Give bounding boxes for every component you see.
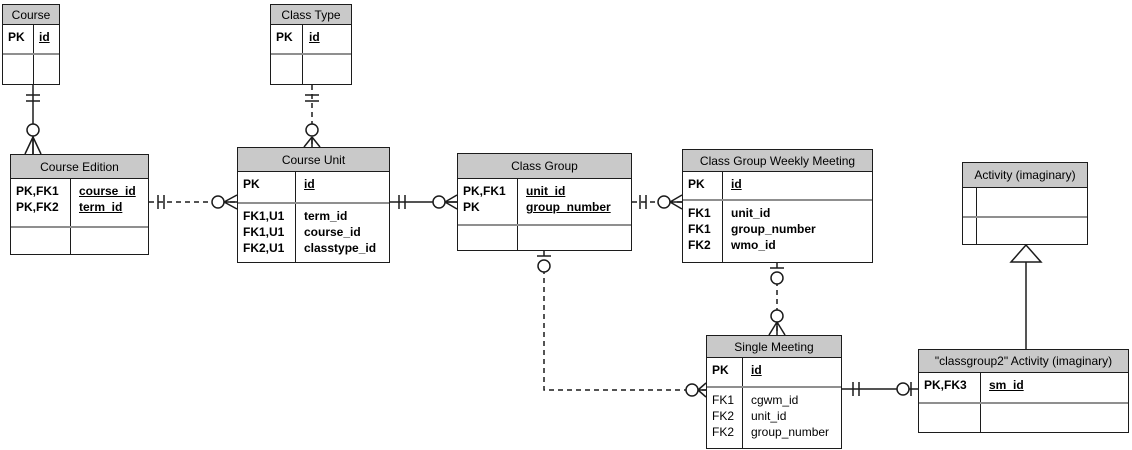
cardinality-one-tick [852,382,860,396]
key-label: FK2 [712,409,735,423]
entity-single-meeting: Single Meeting PK id FK1 FK2 FK2 cgwm_id… [706,335,842,449]
key-label: PK [688,177,705,191]
cardinality-zero-circle [685,383,699,397]
rel-class-group-to-single-meeting [537,251,707,398]
inheritance-triangle [1009,243,1043,263]
cardinality-one-tick [26,94,40,102]
empty-row [963,216,1087,244]
attribute: cgwm_id [751,393,799,407]
entity-title: Course Edition [11,155,148,179]
rel-course-to-course-edition [24,85,42,155]
attribute: group_number [526,200,611,214]
empty-row [458,224,631,250]
cardinality-zero-circle [537,259,551,273]
attribute: unit_id [526,184,566,198]
attribute: course_id [304,225,361,239]
attribute: term_id [79,200,123,214]
entity-title: Course Unit [238,148,389,172]
attribute: id [39,30,50,44]
key-label: FK2 [712,425,735,439]
entity-activity-imaginary: Activity (imaginary) [962,162,1088,245]
rel-class-type-to-course-unit [303,85,321,148]
entity-class-group-weekly-meeting: Class Group Weekly Meeting PK id FK1 FK1… [682,149,873,263]
attribute: classtype_id [304,241,377,255]
cardinality-one-tick [305,94,319,102]
cardinality-zero-circle [657,195,671,209]
entity-title: Class Group [458,154,631,179]
key-label: PK,FK1 [463,184,506,198]
attribute: term_id [304,209,348,223]
rel-class-group-to-cgwm [632,194,683,210]
key-label: PK [243,177,260,191]
entity-class-type: Class Type PK id [270,4,352,85]
key-label: PK,FK2 [16,200,59,214]
cardinality-zero-circle [770,309,784,323]
entity-course: Course PK id [2,4,60,85]
crow-foot-many [223,194,238,210]
key-label: PK,FK1 [16,184,59,198]
attribute: id [731,177,742,191]
attribute: unit_id [751,409,787,423]
key-label: FK1 [712,393,735,407]
crow-foot-many [768,321,786,336]
cardinality-zero-circle [305,123,319,137]
key-label: PK,FK3 [924,378,967,392]
entity-title: Single Meeting [707,336,841,358]
key-label: PK [8,30,25,44]
empty-row [3,53,59,84]
cardinality-zero-circle [26,123,40,137]
cardinality-zero-circle [432,195,446,209]
entity-title: Course [3,5,59,25]
rel-course-unit-to-class-group [390,194,458,210]
cardinality-zero-circle [770,271,784,285]
attribute: group_number [751,425,830,439]
crow-foot-many [303,136,321,148]
rel-classgroup2-inherits-activity [1009,243,1043,349]
empty-row [271,53,351,84]
entity-course-unit: Course Unit PK id FK1,U1 FK1,U1 FK2,U1 t… [237,147,390,263]
empty-row [963,188,1087,216]
entity-title: "classgroup2" Activity (imaginary) [919,350,1128,373]
entity-course-edition: Course Edition PK,FK1 PK,FK2 course_id t… [10,154,149,255]
attribute: id [751,363,762,377]
key-label: FK2,U1 [243,241,285,255]
cardinality-one-tick [639,195,647,209]
attribute: id [304,177,315,191]
entity-title: Class Group Weekly Meeting [683,150,872,172]
key-label: PK [276,30,293,44]
key-label: FK1,U1 [243,209,285,223]
crow-foot-many [669,194,683,210]
crow-foot-many [697,382,707,398]
entity-title: Class Type [271,5,351,25]
key-label: FK2 [688,238,711,252]
cardinality-zero-circle [211,195,225,209]
empty-row [919,402,1128,432]
attribute: wmo_id [731,238,776,252]
attribute: unit_id [731,206,771,220]
key-label: FK1,U1 [243,225,285,239]
crow-foot-many [444,194,458,210]
cardinality-one-tick [398,195,406,209]
cardinality-zero-circle [896,382,910,396]
key-label: FK1 [688,222,711,236]
attribute: group_number [731,222,816,236]
entity-classgroup2-activity-imaginary: "classgroup2" Activity (imaginary) PK,FK… [918,349,1129,433]
rel-single-meeting-to-classgroup2 [842,382,918,396]
attribute: course_id [79,184,136,198]
attribute: sm_id [989,378,1024,392]
cardinality-one-tick [157,195,165,209]
entity-title: Activity (imaginary) [963,163,1087,188]
key-label: FK1 [688,206,711,220]
key-label: PK [463,200,480,214]
key-label: PK [712,363,729,377]
rel-course-edition-to-course-unit [149,194,238,210]
entity-class-group: Class Group PK,FK1 PK unit_id group_numb… [457,153,632,251]
attribute: id [309,30,320,44]
empty-row [11,226,148,254]
crow-foot-many [24,136,42,155]
rel-cgwm-to-single-meeting [768,263,786,336]
